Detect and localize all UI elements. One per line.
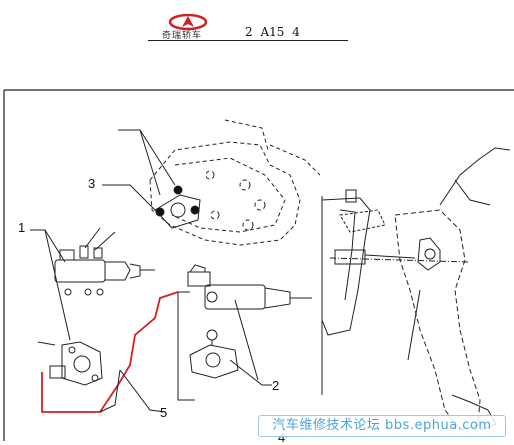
forum-watermark: 汽车维修技术论坛 bbs.ephua.com [258, 415, 506, 437]
callout-4: 4 [278, 430, 286, 445]
callout-1: 1 [18, 220, 26, 235]
leader-2c [234, 299, 259, 381]
bracket-mount [154, 185, 201, 229]
leader-pedal [407, 289, 421, 361]
page-code: 2 A15 4 [245, 25, 300, 39]
leader-3b [139, 129, 161, 196]
clutch-pedal-assembly [321, 147, 511, 431]
pedal-bracket-assembly [149, 119, 321, 246]
leader-mount [37, 341, 56, 346]
leader-2b [229, 359, 272, 386]
leader-5 [119, 369, 166, 413]
leader-exploded [84, 227, 116, 251]
chery-logo-icon [168, 14, 208, 31]
master-cylinder-assembled [178, 264, 312, 310]
leader-3c [102, 184, 156, 211]
header-rule [148, 40, 348, 41]
slave-cylinder-mount [49, 341, 103, 386]
master-cylinder-exploded [54, 245, 155, 296]
brand-name: 奇瑞轿车 [162, 31, 203, 41]
hose-clip [99, 369, 121, 413]
callout-2: 2 [272, 378, 280, 393]
leader-3a [118, 129, 176, 186]
drawing-frame [3, 89, 514, 441]
leader-1b [44, 229, 71, 341]
callout-5: 5 [160, 405, 168, 420]
master-cylinder-end-view [189, 329, 239, 379]
page-header: 奇瑞轿车 2 A15 4 [0, 0, 514, 60]
leader-2a [177, 292, 195, 401]
callout-3: 3 [88, 176, 96, 191]
hydraulic-hose [41, 291, 179, 413]
